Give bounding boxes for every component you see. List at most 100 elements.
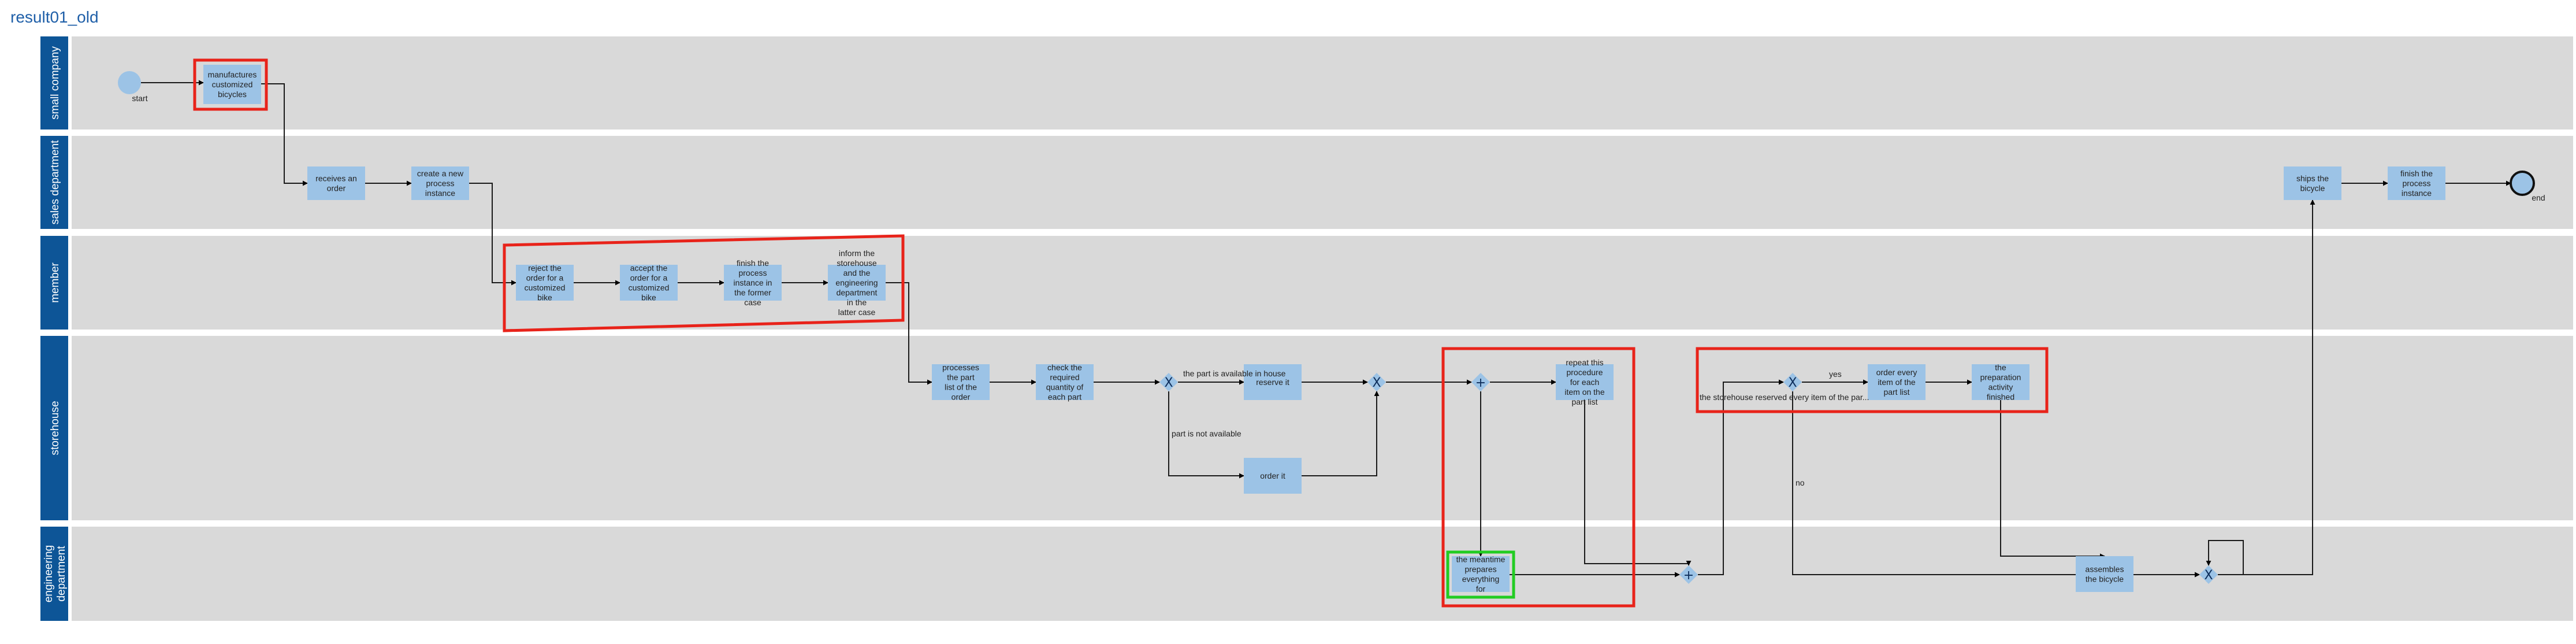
sequence-flow bbox=[1792, 391, 2200, 578]
sequence-flow bbox=[1584, 400, 1692, 566]
gateway-symbol: X bbox=[1788, 376, 1797, 390]
lane-storehouse: storehouse bbox=[40, 336, 2573, 520]
sequence-flow bbox=[2218, 199, 2315, 575]
sequence-flow bbox=[2000, 400, 2105, 559]
task-order-it[interactable]: order it bbox=[1244, 458, 1302, 494]
lane-small_company: small company bbox=[40, 36, 2573, 129]
lane-header bbox=[40, 336, 68, 520]
gateway-parallel[interactable]: + bbox=[1679, 565, 1698, 584]
task-box bbox=[411, 166, 469, 200]
gateway-symbol: X bbox=[2204, 568, 2213, 583]
task-box bbox=[2284, 166, 2341, 200]
lane-engineering: engineeringdepartment bbox=[40, 527, 2573, 621]
task-label: order it bbox=[1260, 471, 1285, 480]
task-box bbox=[932, 364, 990, 400]
edge-label-yes: yes bbox=[1829, 369, 1842, 379]
lane-body bbox=[72, 336, 2573, 520]
highlight-box-member bbox=[503, 234, 905, 332]
lane-member: member bbox=[40, 236, 2573, 330]
gateway-parallel[interactable]: + bbox=[1471, 373, 1490, 391]
gateway-symbol: + bbox=[1683, 568, 1694, 583]
sequence-flow bbox=[886, 282, 932, 385]
lane-header bbox=[40, 136, 68, 229]
task-box bbox=[1868, 364, 1926, 400]
sequence-flow bbox=[1168, 391, 1244, 479]
gateway-diamond bbox=[1679, 565, 1698, 584]
gateway-symbol: + bbox=[1475, 376, 1486, 390]
sequence-flow bbox=[1698, 379, 1784, 575]
end-event-label: end bbox=[2532, 193, 2545, 202]
lane-body bbox=[72, 36, 2573, 129]
end-event[interactable]: end bbox=[2510, 171, 2545, 202]
task-box bbox=[724, 265, 782, 301]
gateway-symbol: X bbox=[1164, 376, 1173, 390]
lane-body bbox=[72, 136, 2573, 229]
lane-body bbox=[72, 527, 2573, 621]
task-box bbox=[620, 265, 678, 301]
task-box bbox=[203, 65, 261, 104]
gateway-exclusive[interactable]: X bbox=[1159, 373, 1178, 391]
sequence-flow bbox=[261, 83, 308, 186]
lane-label: member bbox=[49, 262, 61, 302]
task-box bbox=[2076, 556, 2133, 592]
start-event-circle bbox=[118, 71, 141, 94]
task-label: reserve it bbox=[1256, 377, 1289, 387]
gateway-diamond bbox=[2199, 565, 2218, 584]
task-box bbox=[1452, 556, 1510, 592]
edge-label-reserved: the storehouse reserved every item of th… bbox=[1700, 393, 1869, 402]
lane-sales: sales department bbox=[40, 136, 2573, 229]
start-event[interactable]: start bbox=[118, 71, 148, 103]
gateway-diamond bbox=[1471, 373, 1490, 391]
lane-label: engineeringdepartment bbox=[43, 545, 68, 602]
lane-header bbox=[40, 236, 68, 330]
lane-header bbox=[40, 527, 68, 621]
highlight-box-prepares bbox=[1446, 550, 1515, 599]
gateway-exclusive[interactable]: X bbox=[1367, 373, 1386, 391]
gateway-exclusive[interactable]: X bbox=[1783, 373, 1802, 391]
gateway-diamond bbox=[1367, 373, 1386, 391]
task-box bbox=[1972, 364, 2029, 400]
task-box bbox=[1036, 364, 1094, 400]
gateway-exclusive[interactable]: X bbox=[2199, 565, 2218, 584]
highlight-box-order-items bbox=[1696, 347, 2049, 413]
diagram-title: result01_old bbox=[10, 8, 99, 26]
gateway-diamond bbox=[1783, 373, 1802, 391]
lane-label: small company bbox=[49, 46, 61, 120]
task-box bbox=[1556, 364, 1614, 400]
task-reserve[interactable]: reserve it bbox=[1244, 364, 1302, 400]
lane-body bbox=[72, 236, 2573, 330]
edge-label-not-available: part is not available bbox=[1172, 429, 1241, 438]
gateway-diamond bbox=[1159, 373, 1178, 391]
task-box bbox=[828, 265, 886, 301]
